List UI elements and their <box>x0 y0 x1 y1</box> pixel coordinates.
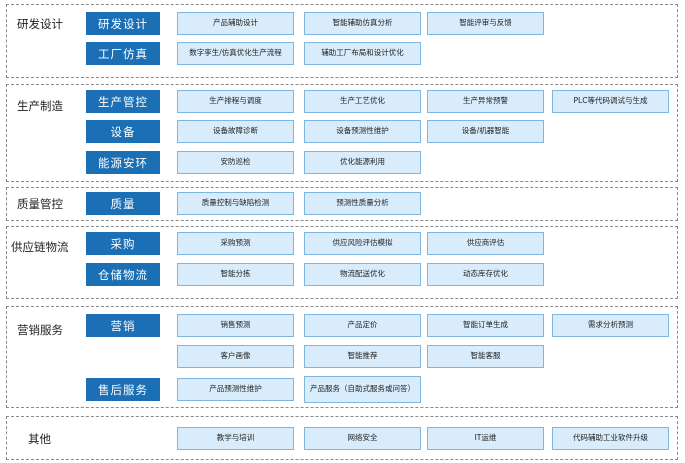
item-supply-risk-simulation[interactable]: 供应风险评估模拟 <box>304 232 421 255</box>
item-customer-profile[interactable]: 客户画像 <box>177 345 294 368</box>
section-label-production: 生产制造 <box>17 99 63 113</box>
section-label-rnd: 研发设计 <box>17 17 63 31</box>
category-factory-simulation[interactable]: 工厂仿真 <box>86 42 160 65</box>
item-production-scheduling[interactable]: 生产排程与调度 <box>177 90 294 113</box>
item-demand-forecast[interactable]: 需求分析预测 <box>552 314 669 337</box>
item-smart-customer-service[interactable]: 智能客服 <box>427 345 544 368</box>
item-smart-sorting[interactable]: 智能分拣 <box>177 263 294 286</box>
section-label-marketing: 营销服务 <box>17 323 63 337</box>
category-energy-safety[interactable]: 能源安环 <box>86 151 160 174</box>
section-label-supply-chain: 供应链物流 <box>11 240 69 254</box>
item-it-operations[interactable]: IT运维 <box>427 427 544 450</box>
item-plc-code-generation[interactable]: PLC等代码调试与生成 <box>552 90 669 113</box>
item-supplier-evaluation[interactable]: 供应商评估 <box>427 232 544 255</box>
item-code-assisted-software-upgrade[interactable]: 代码辅助工业软件升级 <box>552 427 669 450</box>
item-equipment-intelligence[interactable]: 设备/机器智能 <box>427 120 544 143</box>
item-logistics-delivery-optimization[interactable]: 物流配送优化 <box>304 263 421 286</box>
item-equipment-predictive-maintenance[interactable]: 设备预测性维护 <box>304 120 421 143</box>
category-procurement[interactable]: 采购 <box>86 232 160 255</box>
category-rnd-design[interactable]: 研发设计 <box>86 12 160 35</box>
item-predictive-quality-analysis[interactable]: 预测性质量分析 <box>304 192 421 215</box>
item-energy-optimization[interactable]: 优化能源利用 <box>304 151 421 174</box>
category-equipment[interactable]: 设备 <box>86 120 160 143</box>
item-teaching-training[interactable]: 教学与培训 <box>177 427 294 450</box>
item-smart-recommendation[interactable]: 智能推荐 <box>304 345 421 368</box>
item-sales-forecast[interactable]: 销售预测 <box>177 314 294 337</box>
section-label-other: 其他 <box>28 432 51 446</box>
item-smart-review-feedback[interactable]: 智能评审与反馈 <box>427 12 544 35</box>
category-quality[interactable]: 质量 <box>86 192 160 215</box>
item-security-patrol[interactable]: 安防巡检 <box>177 151 294 174</box>
item-product-assisted-design[interactable]: 产品辅助设计 <box>177 12 294 35</box>
item-network-security[interactable]: 网络安全 <box>304 427 421 450</box>
item-procurement-forecast[interactable]: 采购预测 <box>177 232 294 255</box>
category-marketing[interactable]: 营销 <box>86 314 160 337</box>
item-product-predictive-maintenance[interactable]: 产品预测性维护 <box>177 378 294 401</box>
item-equipment-fault-diagnosis[interactable]: 设备故障诊断 <box>177 120 294 143</box>
item-product-self-service[interactable]: 产品服务（自助式服务或问答） <box>304 376 421 403</box>
item-production-anomaly-alert[interactable]: 生产异常预警 <box>427 90 544 113</box>
item-smart-order-generation[interactable]: 智能订单生成 <box>427 314 544 337</box>
category-warehouse-logistics[interactable]: 仓储物流 <box>86 263 160 286</box>
item-digital-twin-process[interactable]: 数字孪生/仿真优化生产流程 <box>177 42 294 65</box>
section-label-quality: 质量管控 <box>17 197 63 211</box>
item-process-optimization[interactable]: 生产工艺优化 <box>304 90 421 113</box>
item-quality-defect-detection[interactable]: 质量控制与缺陷检测 <box>177 192 294 215</box>
item-factory-layout-optimization[interactable]: 辅助工厂布局和设计优化 <box>304 42 421 65</box>
item-smart-simulation-analysis[interactable]: 智能辅助仿真分析 <box>304 12 421 35</box>
category-after-sales[interactable]: 售后服务 <box>86 378 160 401</box>
category-production-control[interactable]: 生产管控 <box>86 90 160 113</box>
item-dynamic-inventory-optimization[interactable]: 动态库存优化 <box>427 263 544 286</box>
item-product-pricing[interactable]: 产品定价 <box>304 314 421 337</box>
